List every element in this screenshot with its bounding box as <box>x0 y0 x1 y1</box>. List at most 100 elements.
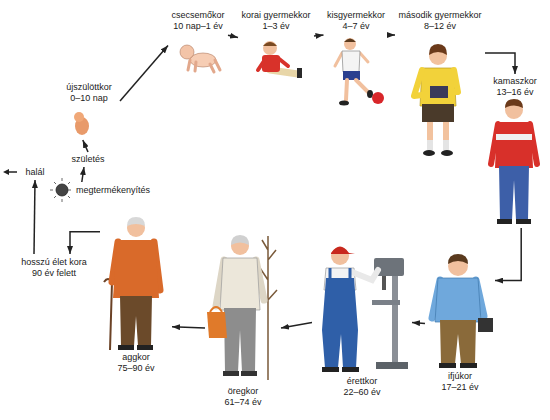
egg-cell <box>56 184 68 196</box>
figure-part <box>231 235 249 245</box>
stage-age: 22–60 év <box>343 387 380 398</box>
life-stage: aggkor75–90 év <box>100 212 172 376</box>
life-stage: kisgyermekkor4–7 év <box>324 8 389 108</box>
stage-name: öregkor <box>228 386 259 397</box>
drill-press <box>382 276 386 290</box>
stage-age: 75–90 év <box>117 363 154 374</box>
figure-part <box>423 150 435 156</box>
stage-arrow <box>485 53 515 74</box>
figure-part <box>420 68 456 106</box>
stage-age: 8–12 év <box>424 21 456 32</box>
figure-part <box>188 60 220 72</box>
life-stage: korai gyermekkor1–3 év <box>238 8 314 82</box>
figure-part <box>430 122 446 142</box>
figure-part <box>352 270 378 280</box>
stage-name: érettkor <box>347 376 378 387</box>
toddler-figure <box>258 41 302 78</box>
stage-arrow <box>281 323 312 329</box>
arrow-head <box>3 169 9 175</box>
old-man-figure <box>207 235 277 380</box>
stage-arrow <box>70 232 100 254</box>
figure-part <box>448 254 468 264</box>
stage-arrow <box>34 180 35 254</box>
stage-arrow <box>83 140 88 152</box>
stage-age: 0–10 nap <box>70 93 108 104</box>
figure-part <box>516 219 531 224</box>
figure-part <box>344 39 356 43</box>
figure-part <box>440 320 476 364</box>
briefcase <box>478 318 493 332</box>
figure-part <box>342 51 360 72</box>
stage-name: aggkor <box>122 352 150 363</box>
figure-part <box>499 166 529 220</box>
figure-part <box>505 99 523 108</box>
figure-part <box>113 240 159 298</box>
stage-name: kamaszkor <box>493 76 537 87</box>
stage-age: 90 év felett <box>32 268 76 279</box>
figure-part <box>118 345 134 350</box>
drill-press <box>376 362 408 369</box>
figure-part <box>497 219 512 224</box>
figure-part <box>331 247 355 255</box>
figure-part <box>430 140 446 150</box>
figure-part <box>297 68 302 78</box>
teenager-figure <box>491 99 537 224</box>
cane <box>104 279 112 350</box>
figure-part <box>263 41 277 55</box>
life-stage: érettkor22–60 év <box>312 228 412 400</box>
figure-part <box>220 258 260 310</box>
life-stage: halál <box>20 164 50 180</box>
stage-name: kisgyermekkor <box>327 10 385 21</box>
stage-arrow <box>228 35 238 37</box>
figure-part <box>180 45 194 59</box>
figure-part <box>330 268 350 280</box>
figure-part <box>496 134 532 140</box>
stage-age: 10 nap–1 év <box>173 21 223 32</box>
stage-arrow <box>120 45 168 101</box>
life-stage: újszülöttkor0–10 nap <box>58 80 120 140</box>
ball <box>372 92 384 104</box>
figure-part <box>342 367 359 372</box>
figure-part <box>322 278 358 368</box>
life-stage: öregkor61–74 év <box>205 228 281 410</box>
schoolboy-figure <box>414 44 458 156</box>
young-man-figure <box>432 254 493 368</box>
life-stage: kamaszkor13–16 év <box>484 74 546 228</box>
exit-arrow <box>3 169 17 175</box>
life-stage: ifjúkor17–21 év <box>425 252 495 395</box>
stage-name: halál <box>25 167 44 178</box>
figure-part <box>441 150 453 156</box>
figure-part <box>346 80 368 100</box>
figure-part <box>429 44 447 55</box>
baby-figure <box>180 45 220 72</box>
stage-arrow <box>389 34 396 36</box>
life-stage: megtermékenyítés <box>72 182 154 198</box>
stage-name: csecsemőkor <box>171 10 224 21</box>
stage-age: 61–74 év <box>224 397 261 408</box>
figure-part <box>241 371 257 376</box>
sapling <box>260 236 277 380</box>
watering-can <box>207 312 227 338</box>
figure-part <box>74 112 84 122</box>
kicking-boy-figure <box>335 38 384 106</box>
elderly-figure <box>104 217 160 350</box>
embryo-figure <box>74 112 89 135</box>
stage-name: születés <box>71 154 104 165</box>
figure-part <box>439 363 456 368</box>
stage-arrow <box>495 228 521 281</box>
figure-part <box>367 90 373 98</box>
stage-age: 1–3 év <box>262 21 289 32</box>
worker-figure <box>322 247 408 373</box>
sperm-marks <box>50 178 71 202</box>
stage-name: ifjúkor <box>448 371 472 382</box>
book <box>430 86 448 98</box>
stage-name: korai gyermekkor <box>241 10 310 21</box>
watering-can <box>210 307 222 312</box>
figure-part <box>435 278 481 322</box>
stage-name: hosszú élet kora <box>21 257 87 268</box>
life-stage: hosszú élet kora90 év felett <box>14 254 94 282</box>
stage-name: újszülöttkor <box>66 82 112 93</box>
figure-part <box>422 104 454 122</box>
figure-part <box>460 363 477 368</box>
